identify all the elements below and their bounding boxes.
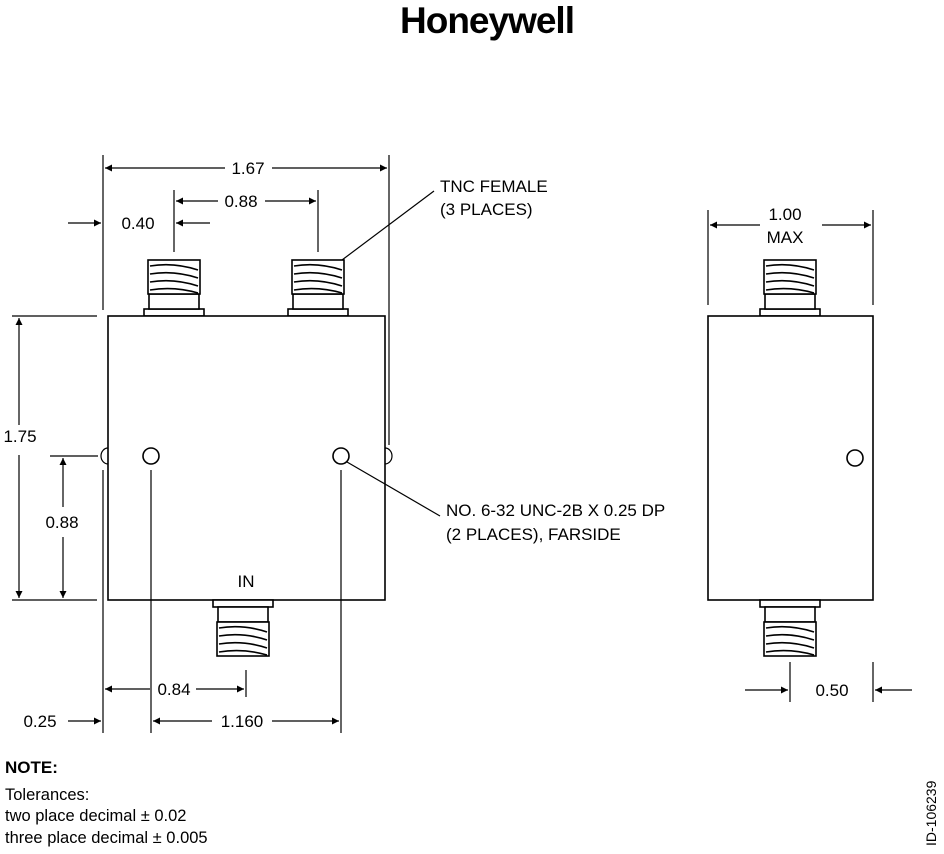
front-view: IN	[101, 260, 392, 656]
callout-hole-line1: NO. 6-32 UNC-2B X 0.25 DP	[446, 501, 665, 520]
edge-bump-left	[101, 448, 108, 464]
dim-port-offset: 0.40	[121, 214, 154, 233]
tnc-connector-side-top	[760, 260, 820, 316]
tnc-connector-left	[144, 260, 204, 316]
edge-bump-right	[385, 448, 392, 464]
dim-overall-height: 1.75	[3, 427, 36, 446]
tnc-connector-in	[213, 600, 273, 656]
dim-side-port-offset: 0.50	[815, 681, 848, 700]
side-hole	[847, 450, 863, 466]
dim-hole-offset: 0.25	[23, 712, 56, 731]
dim-overall-width: 1.67	[231, 159, 264, 178]
notes-block: NOTE: Tolerances: two place decimal ± 0.…	[5, 758, 208, 847]
honeywell-logo: Honeywell	[400, 0, 574, 41]
mounting-hole-left	[143, 448, 159, 464]
note-line: two place decimal ± 0.02	[5, 807, 186, 825]
connector-callout: TNC FEMALE (3 PLACES)	[342, 177, 548, 260]
side-view	[708, 260, 873, 656]
tnc-connector-side-bottom	[760, 600, 820, 656]
note-line: three place decimal ± 0.005	[5, 829, 208, 847]
dim-side-width: 1.00	[768, 205, 801, 224]
dim-hole-height: 0.88	[45, 513, 78, 532]
in-port-label: IN	[238, 572, 255, 591]
dim-port-spacing: 0.88	[224, 192, 257, 211]
hole-callout: NO. 6-32 UNC-2B X 0.25 DP (2 PLACES), FA…	[347, 462, 665, 544]
callout-connector-line1: TNC FEMALE	[440, 177, 548, 196]
callout-connector-line2: (3 PLACES)	[440, 200, 533, 219]
dim-hole-spacing: 1.160	[221, 712, 264, 731]
dim-in-offset: 0.84	[157, 680, 190, 699]
drawing-id: ID-106239	[923, 780, 939, 846]
dim-side-width-qualifier: MAX	[767, 228, 804, 247]
callout-hole-line2: (2 PLACES), FARSIDE	[446, 525, 621, 544]
note-title: NOTE:	[5, 758, 58, 777]
tnc-connector-right	[288, 260, 348, 316]
note-line: Tolerances:	[5, 786, 89, 804]
mounting-hole-right	[333, 448, 349, 464]
